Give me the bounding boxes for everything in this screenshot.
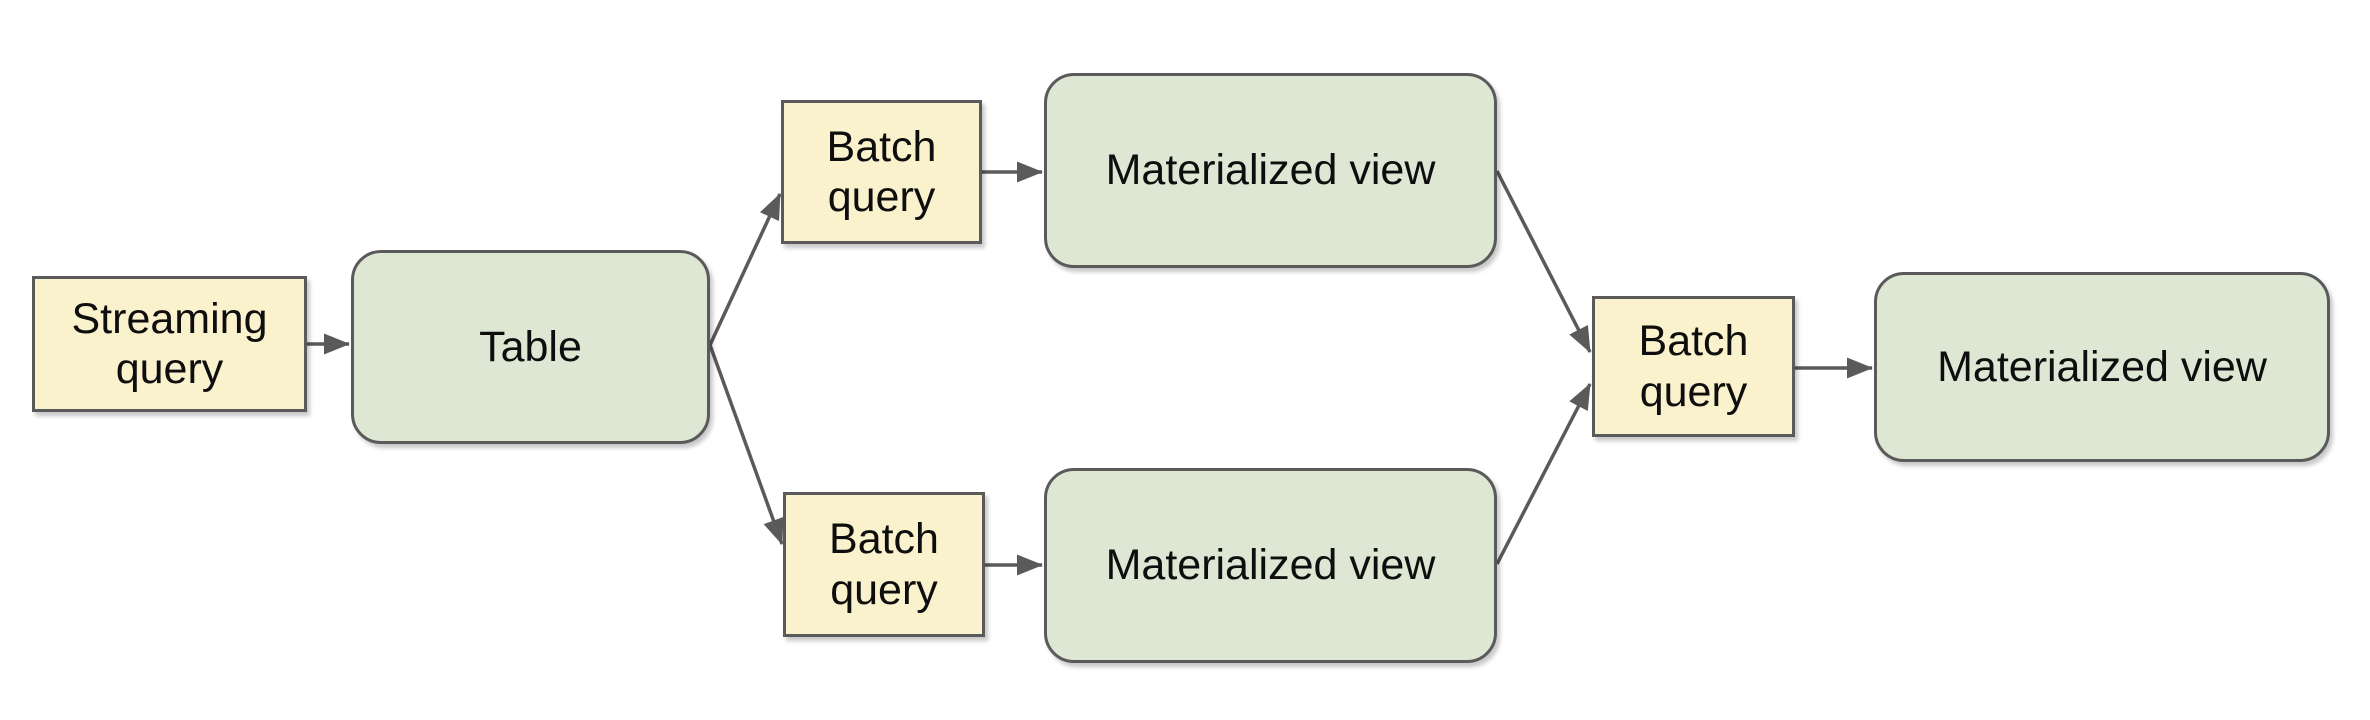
node-batch-query-top: Batch query xyxy=(781,100,982,244)
edge-mv-top-to-batch-query-merge xyxy=(1495,170,1592,353)
node-table: Table xyxy=(351,250,710,444)
node-batch-query-bottom-label: Batch query xyxy=(829,515,939,614)
node-streaming-query: Streaming query xyxy=(32,276,307,412)
node-materialized-view-final-label: Materialized view xyxy=(1937,342,2267,391)
node-table-label: Table xyxy=(479,322,582,371)
node-batch-query-bottom: Batch query xyxy=(783,492,985,637)
node-batch-query-merge-label: Batch query xyxy=(1638,317,1749,416)
node-materialized-view-bottom-label: Materialized view xyxy=(1105,541,1436,590)
node-batch-query-top-label: Batch query xyxy=(826,122,937,221)
node-batch-query-merge: Batch query xyxy=(1592,296,1795,437)
node-materialized-view-top: Materialized view xyxy=(1044,73,1497,268)
node-materialized-view-top-label: Materialized view xyxy=(1105,146,1436,195)
edge-table-to-batch-query-top xyxy=(708,193,782,346)
edge-table-to-batch-query-bottom xyxy=(708,344,784,545)
node-materialized-view-final: Materialized view xyxy=(1874,272,2330,462)
edge-mv-bottom-to-batch-query-merge xyxy=(1495,383,1592,565)
node-streaming-query-label: Streaming query xyxy=(71,294,268,393)
node-materialized-view-bottom: Materialized view xyxy=(1044,468,1497,663)
